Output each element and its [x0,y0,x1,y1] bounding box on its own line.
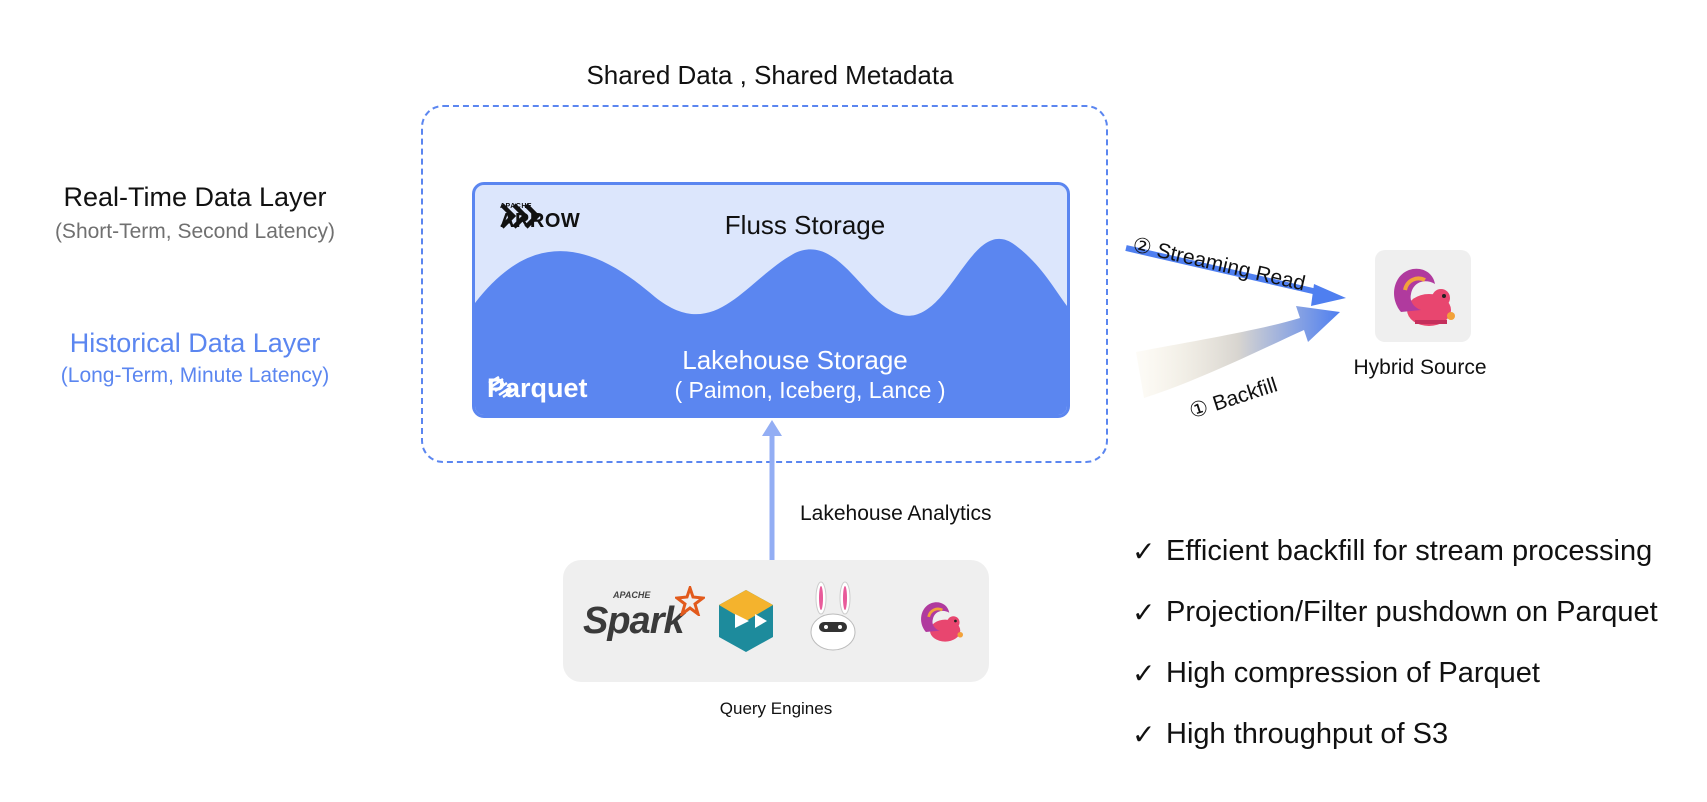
realtime-layer-subtitle: (Short-Term, Second Latency) [54,220,336,243]
shared-data-container [421,105,1108,463]
benefits-list: ✓ Efficient backfill for stream processin… [1132,535,1658,779]
arrow-logo-name: ARROW [500,210,581,232]
storage-box: APACHE ARROW Fluss Storage Lakehouse Sto… [472,182,1070,418]
starrocks-bunny-icon [810,581,856,651]
analytics-arrow-head [762,420,782,436]
benefit-item: ✓ High throughput of S3 [1132,718,1658,779]
arrow-logo: APACHE ARROW [500,203,580,233]
diagram-title: Shared Data , Shared Metadata [586,60,954,90]
hybrid-source-box [1375,250,1471,342]
flink-squirrel-icon [1394,268,1455,326]
streaming-read-arrow-shaft [1125,245,1327,297]
streaming-read-arrow-head [1311,284,1346,306]
spark-logo-apache: APACHE [613,590,651,600]
trino-hex-icon [719,590,773,652]
benefit-item: ✓ Projection/Filter pushdown on Parquet [1132,596,1658,657]
lakehouse-formats-label: ( Paimon, Iceberg, Lance ) [674,377,946,403]
benefit-text: Projection/Filter pushdown on Parquet [1166,596,1658,628]
flink-squirrel-engine-icon [921,602,963,642]
benefit-text: High compression of Parquet [1166,657,1540,689]
storage-wave [475,238,1067,415]
query-engines-box: APACHE Spark [563,560,989,682]
parquet-logo: Parquet [487,373,588,404]
check-icon: ✓ [1132,719,1156,750]
benefit-text: Efficient backfill for stream processing [1166,535,1653,567]
benefit-text: High throughput of S3 [1166,718,1449,750]
realtime-layer-title: Real-Time Data Layer [63,182,327,212]
spark-star-icon [675,586,705,616]
arrow-chevron-icon [500,203,540,229]
spark-logo-name: Spark [583,600,685,642]
backfill-arrow [1136,306,1340,398]
parquet-logo-text: Parquet [487,373,588,403]
parquet-tiles-icon [488,375,516,399]
query-engines-label: Query Engines [719,699,833,718]
check-icon: ✓ [1132,536,1156,567]
check-icon: ✓ [1132,597,1156,628]
benefit-item: ✓ High compression of Parquet [1132,657,1658,718]
lakehouse-storage-label: Lakehouse Storage [682,345,908,375]
historical-layer-title: Historical Data Layer [69,328,321,358]
check-icon: ✓ [1132,658,1156,689]
lakehouse-analytics-label: Lakehouse Analytics [800,502,992,525]
benefit-item: ✓ Efficient backfill for stream processin… [1132,535,1658,596]
historical-layer-subtitle: (Long-Term, Minute Latency) [60,364,330,387]
fluss-storage-label: Fluss Storage [724,210,886,240]
hybrid-source-label: Hybrid Source [1353,356,1487,379]
spark-logo: APACHE Spark [583,586,705,643]
